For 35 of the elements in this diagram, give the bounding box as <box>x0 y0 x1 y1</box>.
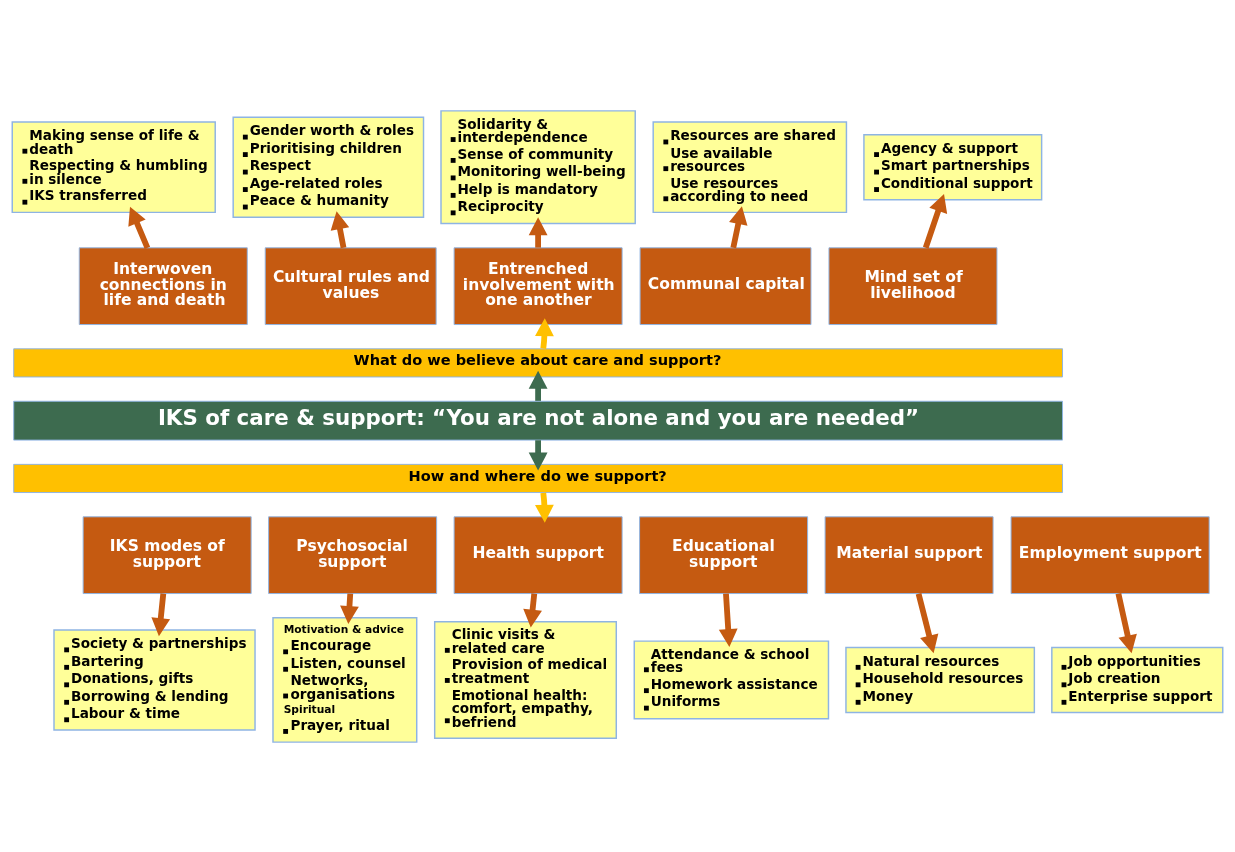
arrow <box>528 439 548 471</box>
node-box: Mind set of livelihood <box>828 246 998 325</box>
arrow <box>1115 592 1137 653</box>
node-box: Employment support <box>1010 515 1210 594</box>
node-box: Health support <box>453 515 623 594</box>
arrow <box>729 205 748 248</box>
node-box: Attendance & school fees Homework assistance Uniforms <box>633 639 830 720</box>
node-box: Communal capital <box>639 246 812 325</box>
node-box: Making sense of life & death Respecting & humbling in silence IKS transferred <box>11 120 216 213</box>
node-box: Natural resources Household resources Money <box>845 646 1036 713</box>
node-box: Agency & support Smart partnerships Conditional support <box>863 133 1043 200</box>
node-box: Solidarity & interdependence Sense of community Monitoring well-being Help is mandatory Reciprocity <box>440 109 636 224</box>
arrow <box>128 206 151 249</box>
arrow <box>523 592 542 628</box>
arrow <box>330 210 350 248</box>
node-box: Entrenched involvement with one another <box>453 246 623 325</box>
node-box: Gender worth & roles Prioritising children Respect Age-related roles Peace & humanity <box>232 115 425 218</box>
node-box: Resources are shared Use available resources Use resources according to need <box>652 120 848 213</box>
node-box: Motivation & advice Encourage Listen, counsel Networks, organisations Spiritual Prayer, ritual <box>272 616 418 743</box>
arrow <box>922 193 948 249</box>
node-box: IKS of care & support: “You are not alone and you are needed” <box>13 400 1063 441</box>
node-box: Interwoven connections in life and death <box>78 246 248 325</box>
node-box: What do we believe about care and support? <box>13 347 1063 377</box>
node-box: Psychosocial support <box>268 515 438 594</box>
arrow <box>151 592 171 636</box>
arrow <box>718 593 738 647</box>
node-box: Job opportunities Job creation Enterprise support <box>1051 646 1224 713</box>
node-box: Educational support <box>639 515 809 594</box>
node-box: IKS modes of support <box>82 515 252 594</box>
arrow <box>915 592 939 653</box>
node-box: Society & partnerships Bartering Donations, gifts Borrowing & lending Labour & time <box>53 628 256 731</box>
node-box: Material support <box>824 515 994 594</box>
node-box: Clinic visits & related care Provision of medical treatment Emotional health: comfort, empathy, befriend <box>433 620 617 739</box>
node-box: How and where do we support? <box>13 463 1063 493</box>
node-box: Cultural rules and values <box>264 246 437 325</box>
